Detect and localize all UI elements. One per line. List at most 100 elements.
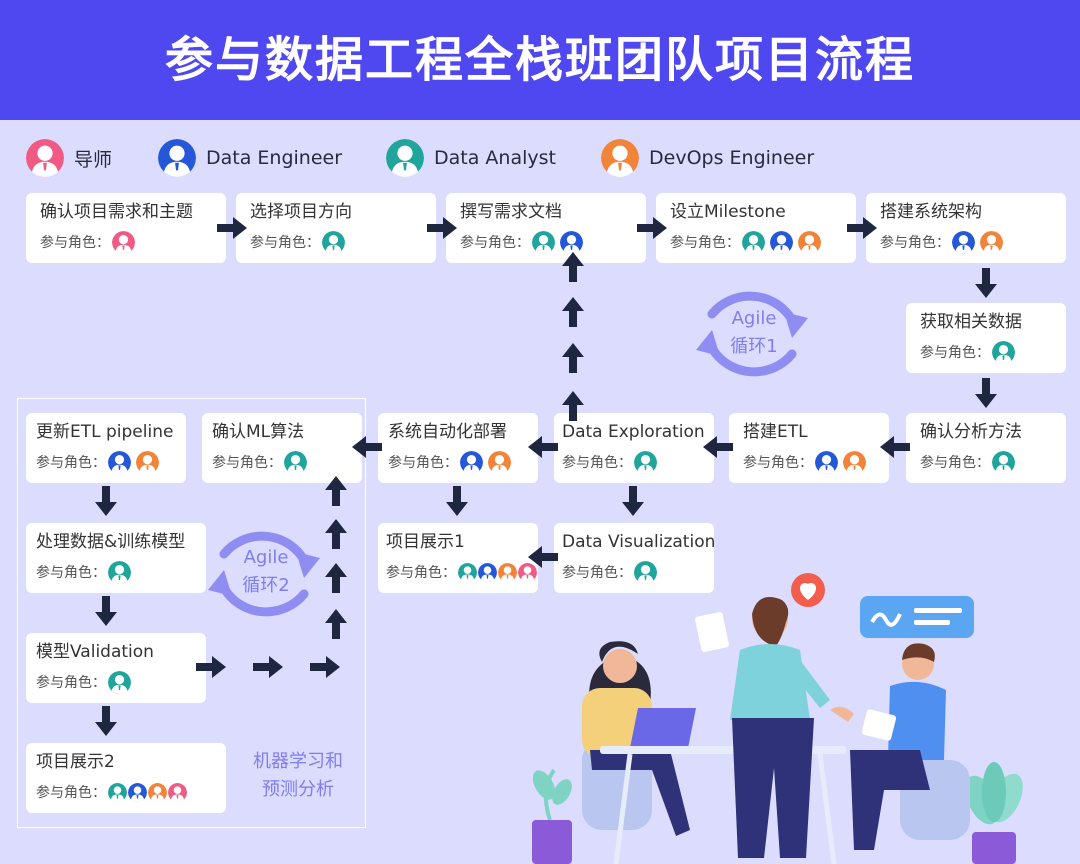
mentor-avatar-icon <box>518 562 537 582</box>
arrow-left-icon <box>528 546 558 568</box>
agile-cycle-1-line1: Agile <box>731 308 777 329</box>
plant-right-icon <box>965 762 1023 864</box>
role-prefix: 参与角色： <box>460 235 530 251</box>
step-title: 更新ETL pipeline <box>36 422 174 442</box>
step-title: 项目展示1 <box>386 532 465 552</box>
analyst-avatar-icon <box>742 230 765 254</box>
agile-cycle-2-line2: 循环2 <box>242 575 290 596</box>
analyst-avatar-icon <box>992 450 1015 474</box>
role-prefix: 参与角色： <box>562 565 632 581</box>
engineer-avatar-icon <box>108 450 131 474</box>
arrow-right-icon <box>253 656 283 678</box>
arrow-up-icon <box>562 343 584 373</box>
agile-cycle-2-icon <box>208 531 320 617</box>
role-row: 参与角色： <box>670 230 856 254</box>
arrow-left-icon <box>880 436 910 458</box>
step-card-requirements: 确认项目需求和主题参与角色： <box>26 193 226 263</box>
role-prefix: 参与角色： <box>670 235 740 251</box>
role-prefix: 参与角色： <box>250 235 320 251</box>
arrow-up-icon <box>325 609 347 639</box>
agile-cycle-2-label: Agile 循环2 <box>228 544 304 600</box>
engineer-avatar-icon <box>770 230 793 254</box>
arrow-right-icon <box>427 217 457 239</box>
step-title: 系统自动化部署 <box>388 422 507 442</box>
step-title: 确认ML算法 <box>212 422 305 442</box>
legend-mentor: 导师 <box>26 138 112 178</box>
analyst-avatar-icon <box>458 562 477 582</box>
engineer-avatar-icon <box>128 782 147 802</box>
analyst-avatar-icon <box>386 139 424 177</box>
role-prefix: 参与角色： <box>36 675 106 691</box>
devops-avatar-icon <box>601 139 639 177</box>
arrow-up-icon <box>325 476 347 506</box>
step-title: 搭建系统架构 <box>880 202 982 222</box>
step-card-analysis-method: 确认分析方法参与角色： <box>906 413 1066 483</box>
legend-label: 导师 <box>74 148 113 171</box>
legend-engineer: Data Engineer <box>158 138 342 178</box>
devops-avatar-icon <box>498 562 517 582</box>
engineer-avatar-icon <box>460 450 483 474</box>
role-prefix: 参与角色： <box>880 235 950 251</box>
legend-label: Data Engineer <box>206 147 343 169</box>
step-title: Data Exploration <box>562 422 705 442</box>
step-card-architecture: 搭建系统架构参与角色： <box>866 193 1066 263</box>
role-row: 参与角色： <box>40 230 226 254</box>
role-row: 参与角色： <box>36 670 206 694</box>
arrow-down-icon <box>95 596 117 626</box>
role-row: 参与角色： <box>212 450 362 474</box>
legend-label: Data Analyst <box>434 147 556 169</box>
arrow-down-icon <box>622 486 644 516</box>
analyst-avatar-icon <box>322 230 345 254</box>
analyst-avatar-icon <box>634 450 657 474</box>
role-prefix: 参与角色： <box>212 455 282 471</box>
role-row: 参与角色： <box>460 230 646 254</box>
step-title: 模型Validation <box>36 642 154 662</box>
role-row: 参与角色： <box>880 230 1066 254</box>
engineer-avatar-icon <box>952 230 975 254</box>
agile-cycle-1-label: Agile 循环1 <box>716 305 792 361</box>
role-prefix: 参与角色： <box>562 455 632 471</box>
step-card-direction: 选择项目方向参与角色： <box>236 193 436 263</box>
step-card-ml-algorithm: 确认ML算法参与角色： <box>202 413 362 483</box>
analyst-avatar-icon <box>108 560 131 584</box>
header-banner: 参与数据工程全栈班团队项目流程 <box>0 0 1080 120</box>
devops-avatar-icon <box>843 450 866 474</box>
role-row: 参与角色： <box>388 450 538 474</box>
legend-label: DevOps Engineer <box>649 147 815 169</box>
page-title: 参与数据工程全栈班团队项目流程 <box>164 32 915 88</box>
role-row: 参与角色： <box>743 450 889 474</box>
mentor-avatar-icon <box>112 230 135 254</box>
ml-section-line2: 预测分析 <box>262 779 334 800</box>
analyst-avatar-icon <box>284 450 307 474</box>
arrow-right-icon <box>637 217 667 239</box>
arrow-down-icon <box>95 486 117 516</box>
analyst-avatar-icon <box>532 230 555 254</box>
arrow-up-icon <box>325 563 347 593</box>
role-row: 参与角色： <box>250 230 436 254</box>
role-prefix: 参与角色： <box>743 455 813 471</box>
arrow-right-icon <box>196 656 226 678</box>
arrow-down-icon <box>975 378 997 408</box>
step-title: 撰写需求文档 <box>460 202 562 222</box>
ml-section-line1: 机器学习和 <box>253 751 343 772</box>
step-card-data-exploration: Data Exploration 参与角色： <box>554 413 714 483</box>
arrow-down-icon <box>95 706 117 736</box>
arrow-up-icon <box>562 252 584 282</box>
role-row: 参与角色： <box>920 340 1066 364</box>
role-prefix: 参与角色： <box>40 235 110 251</box>
step-card-model-validation: 模型Validation 参与角色： <box>26 633 206 703</box>
arrow-down-icon <box>975 268 997 298</box>
step-card-get-data: 获取相关数据参与角色： <box>906 303 1066 373</box>
plant-left-icon <box>532 768 572 864</box>
step-card-train-model: 处理数据&训练模型参与角色： <box>26 523 206 593</box>
step-title: 确认分析方法 <box>920 422 1022 442</box>
analyst-avatar-icon <box>108 670 131 694</box>
engineer-avatar-icon <box>478 562 497 582</box>
arrow-right-icon <box>847 217 877 239</box>
role-prefix: 参与角色： <box>36 565 106 581</box>
